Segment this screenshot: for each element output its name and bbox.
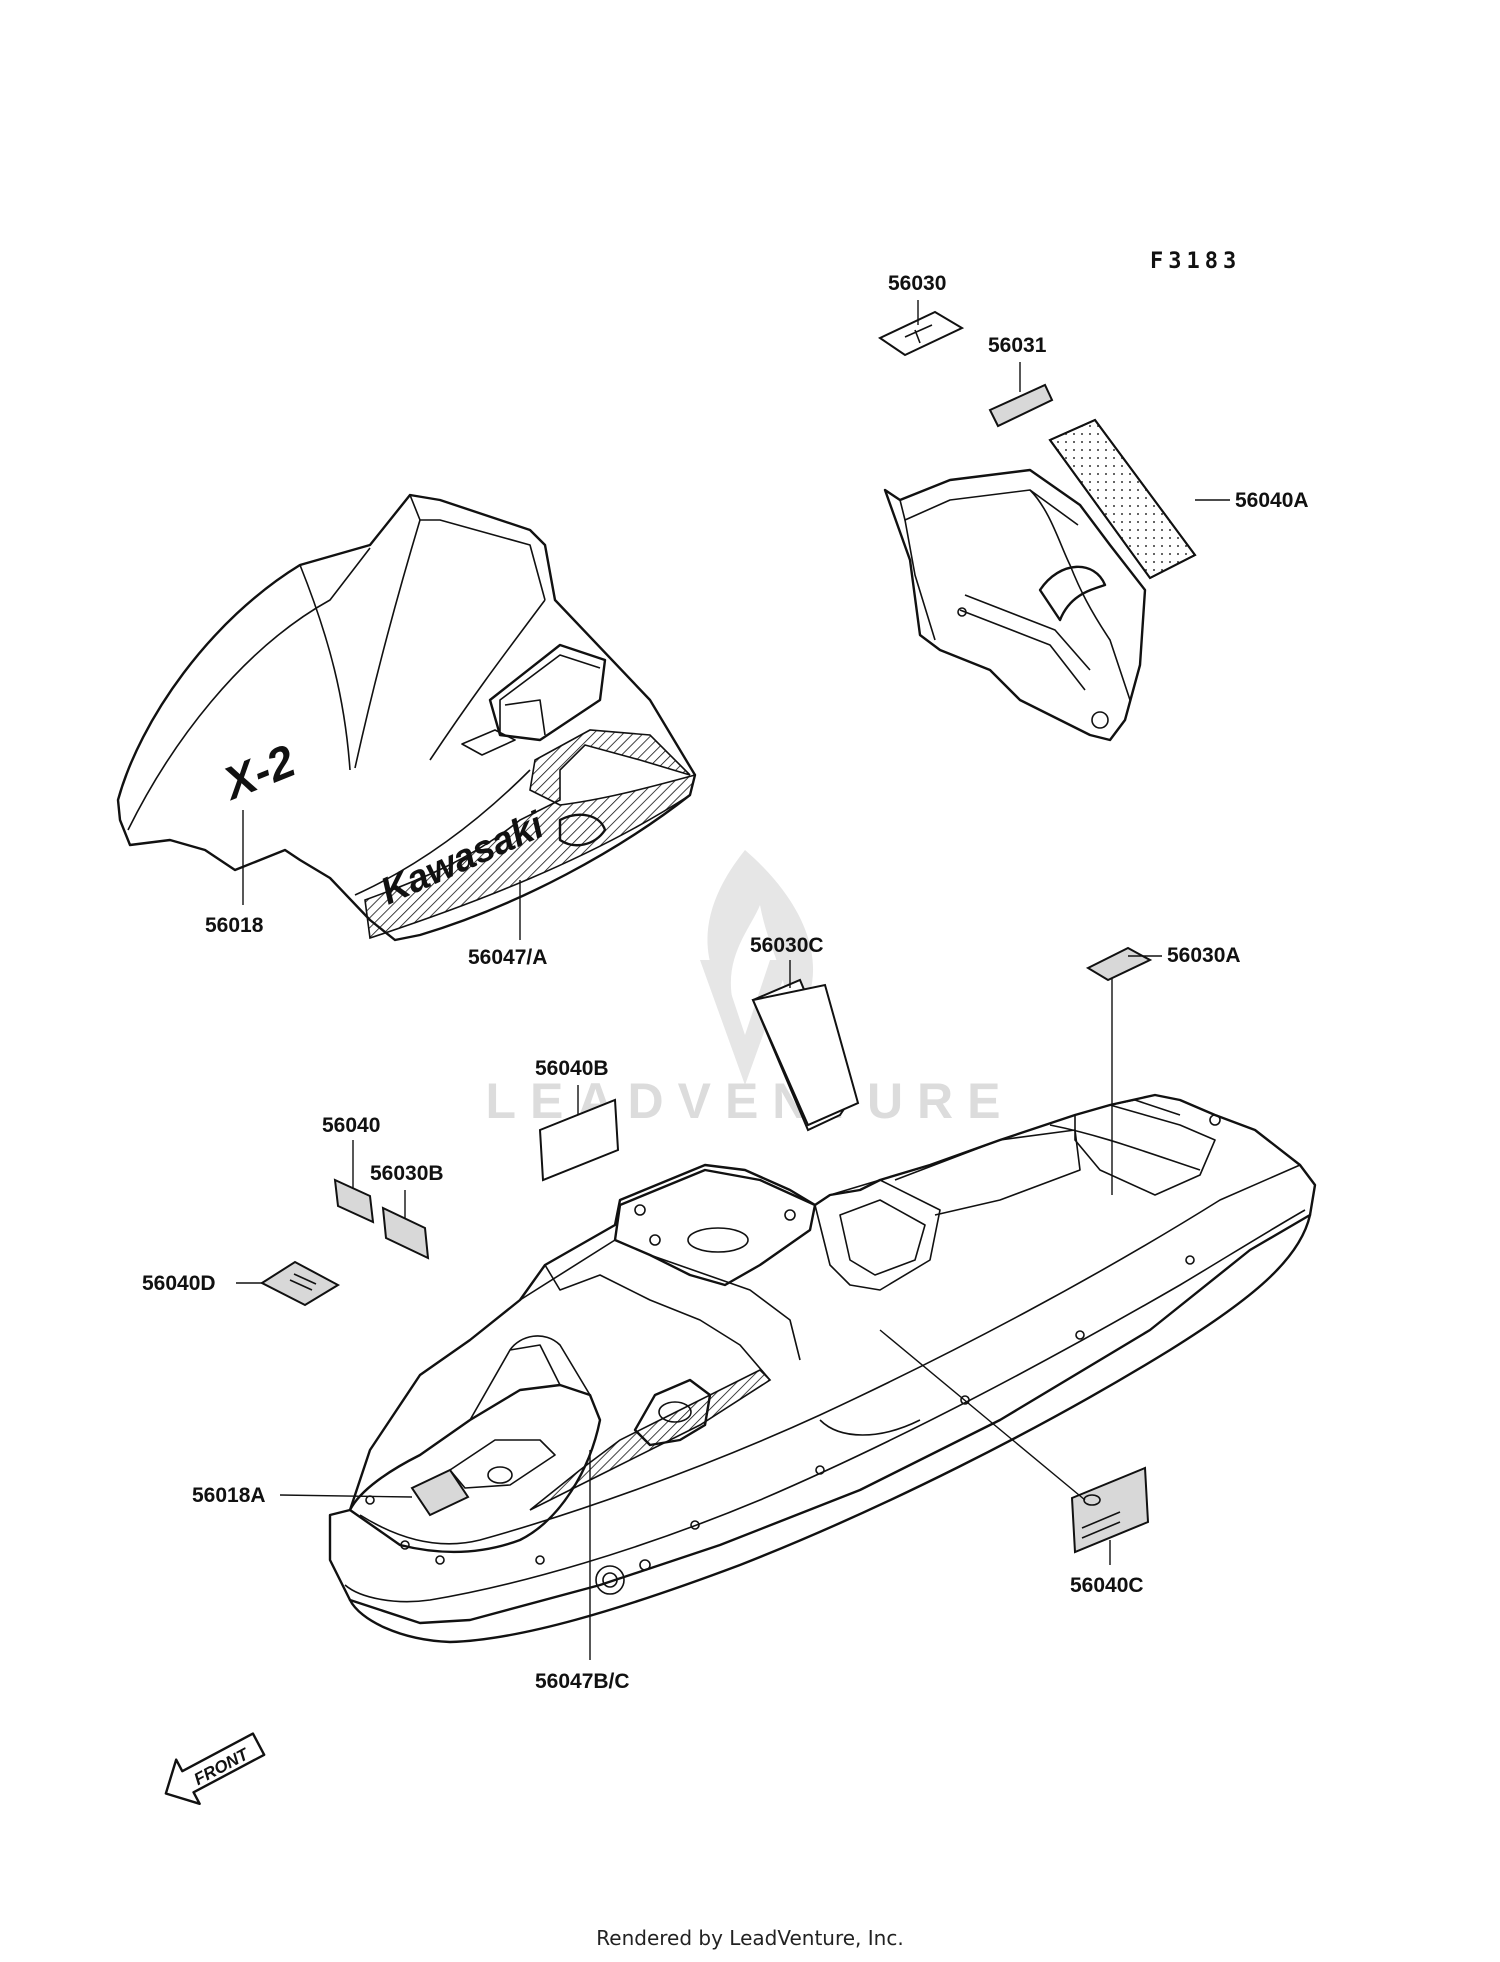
decal-56031[interactable] (988, 383, 1054, 428)
decal-56040a[interactable] (1048, 418, 1197, 580)
leader-56040c-hull (879, 1329, 1086, 1501)
label-56040a[interactable]: 56040A (1235, 489, 1309, 512)
front-arrow-icon: FRONT (164, 1732, 266, 1806)
decal-56040b[interactable] (538, 1098, 620, 1182)
decal-56030c[interactable] (751, 978, 860, 1132)
watermark-v-icon (700, 960, 790, 1085)
label-56018[interactable]: 56018 (205, 914, 264, 937)
label-56030[interactable]: 56030 (888, 272, 946, 295)
label-56031[interactable]: 56031 (988, 334, 1047, 357)
label-56030b[interactable]: 56030B (370, 1162, 444, 1185)
decal-56030a[interactable] (1085, 946, 1153, 982)
decal-56030b[interactable] (381, 1206, 430, 1260)
label-56040c[interactable]: 56040C (1070, 1574, 1144, 1597)
label-56018a[interactable]: 56018A (192, 1484, 266, 1507)
label-56030c[interactable]: 56030C (750, 934, 824, 957)
decal-56040c[interactable] (1070, 1466, 1150, 1554)
label-56040b[interactable]: 56040B (535, 1057, 609, 1080)
hood-model-logo: X-2 (213, 734, 302, 810)
rear-cover[interactable] (883, 468, 1147, 742)
label-56047bc[interactable]: 56047B/C (535, 1670, 630, 1693)
decal-56030[interactable] (877, 310, 965, 357)
label-56047a[interactable]: 56047/A (468, 946, 547, 969)
decal-56040[interactable] (333, 1178, 375, 1224)
label-56040[interactable]: 56040 (322, 1114, 380, 1137)
decal-56040d[interactable] (259, 1260, 341, 1307)
label-56030a[interactable]: 56030A (1167, 944, 1241, 967)
diagram-code: F3183 (1150, 249, 1241, 274)
label-56040d[interactable]: 56040D (142, 1272, 216, 1295)
hull[interactable] (328, 1093, 1317, 1644)
hood[interactable]: X-2 Kawasaki (116, 493, 697, 942)
leader-56018a (279, 1494, 413, 1498)
footer-credit: Rendered by LeadVenture, Inc. (596, 1926, 903, 1950)
watermark: LEADVENTURE (485, 850, 1001, 1129)
